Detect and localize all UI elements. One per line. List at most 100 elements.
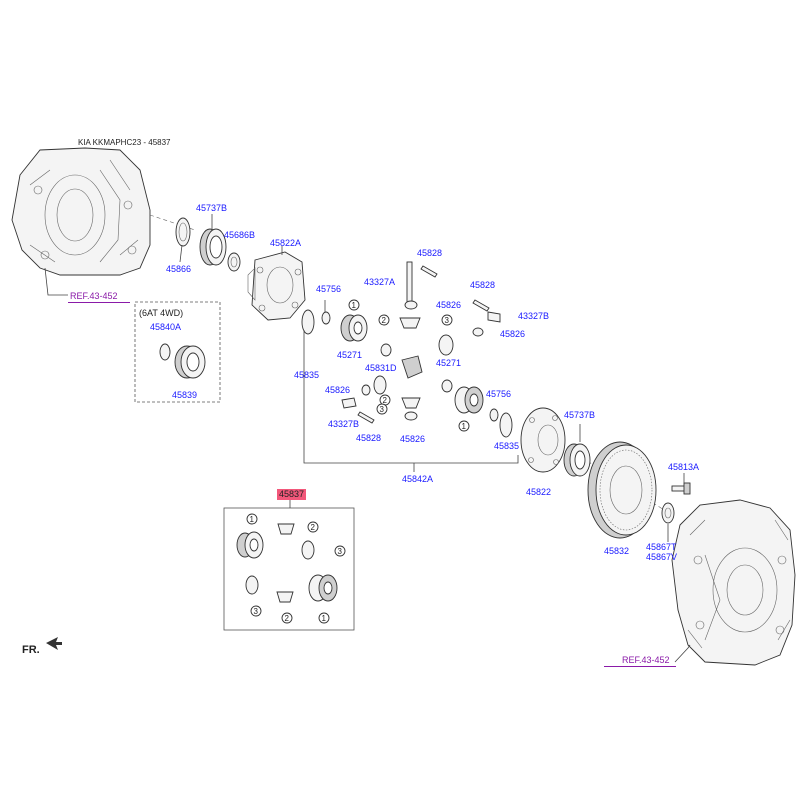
part-45271-washer-right (441, 379, 453, 393)
part-45756-ring-right (489, 408, 499, 422)
part-45835-washer-right (499, 412, 513, 438)
kit-pinion-top (277, 523, 295, 535)
label-45828-top[interactable]: 45828 (417, 248, 443, 258)
kit-callout-3-a-bg (334, 545, 346, 557)
ref-left-underline (68, 302, 130, 303)
ref-right-underline (604, 666, 676, 667)
kit-side-gear-left (236, 531, 264, 559)
label-45867v[interactable]: 45867V (646, 552, 678, 562)
kit-callout-2-a-bg (307, 521, 319, 533)
label-45826-right[interactable]: 45826 (500, 329, 526, 339)
callout-2-a: 2 (382, 316, 387, 325)
part-45813a-bolt (671, 482, 691, 495)
kit-callout-1-b: 1 (322, 614, 327, 623)
label-45756-left[interactable]: 45756 (316, 284, 342, 294)
part-45756-ring-left (321, 311, 331, 325)
label-45826-top[interactable]: 45826 (436, 300, 462, 310)
part-43327b-shaft-left (341, 397, 357, 409)
label-45822[interactable]: 45822 (526, 487, 552, 497)
label-45828-bottom[interactable]: 45828 (356, 433, 382, 443)
ref-left-link[interactable]: REF.43-452 (70, 291, 118, 301)
label-45867t[interactable]: 45867T (646, 542, 677, 552)
label-45686b[interactable]: 45686B (224, 230, 256, 240)
kit-side-gear-right (308, 574, 338, 602)
part-45835-washer-left (301, 309, 315, 335)
part-45828-pin-top (420, 265, 438, 278)
callout-3-b: 3 (380, 405, 385, 414)
callout-1-a-bg (348, 299, 360, 311)
bracket-45842a (303, 330, 519, 464)
part-45867-shim (661, 502, 675, 524)
part-45828-pin-right (472, 299, 490, 312)
part-gear-3-right (438, 334, 454, 356)
label-45826-mid[interactable]: 45826 (325, 385, 351, 395)
callout-3-b-bg (376, 403, 388, 415)
part-45271-washer-left (380, 343, 392, 357)
kit-gear-3-right (301, 540, 315, 560)
part-45686b-seal (227, 252, 241, 272)
callout-2-a-bg (378, 314, 390, 326)
kit-box-frame (223, 507, 355, 631)
kit-callout-2-a: 2 (311, 523, 316, 532)
label-45737b-top[interactable]: 45737B (196, 203, 228, 213)
part-45826-washer-bottom (404, 411, 418, 421)
label-45828-right[interactable]: 45828 (470, 280, 496, 290)
part-43327a-shaft (406, 261, 413, 307)
axis-line-left (149, 214, 196, 231)
label-45839[interactable]: 45839 (172, 390, 198, 400)
part-45839-seal (174, 345, 206, 379)
label-43327b-left[interactable]: 43327B (328, 419, 360, 429)
option-box-label: (6AT 4WD) (139, 308, 184, 318)
label-45842a[interactable]: 45842A (402, 474, 434, 484)
label-45756-right[interactable]: 45756 (486, 389, 512, 399)
ref-right-link[interactable]: REF.43-452 (622, 655, 670, 665)
part-45737b-bearing-right (563, 443, 591, 477)
part-side-gear-right (454, 386, 484, 414)
label-45271-right[interactable]: 45271 (436, 358, 462, 368)
label-43327b-right[interactable]: 43327B (518, 311, 550, 321)
label-45822a[interactable]: 45822A (270, 238, 302, 248)
kit-callout-1-a: 1 (250, 515, 255, 524)
part-gear-3-left (373, 375, 387, 395)
option-box-frame (134, 301, 221, 403)
part-45822-diff-case (520, 407, 566, 473)
label-45835-left[interactable]: 45835 (294, 370, 320, 380)
part-43327b-shaft-right (487, 311, 501, 323)
part-pinion-gear-top (399, 317, 421, 329)
label-45832[interactable]: 45832 (604, 546, 630, 556)
label-45271-left[interactable]: 45271 (337, 350, 363, 360)
label-43327a[interactable]: 43327A (364, 277, 396, 287)
label-45840a[interactable]: 45840A (150, 322, 182, 332)
callout-3-a-bg (441, 314, 453, 326)
kit-gear-3-left (245, 575, 259, 595)
kit-pinion-bottom (276, 591, 294, 603)
callout-1-b: 1 (462, 422, 467, 431)
fr-arrow-icon (46, 637, 62, 650)
fr-label: FR. (22, 644, 40, 656)
kit-callout-1-a-bg (246, 513, 258, 525)
part-45826-washer-mid (361, 384, 371, 396)
callout-2-b: 2 (383, 396, 388, 405)
part-45837-highlight[interactable]: 45837 (277, 489, 307, 500)
label-45737b-right[interactable]: 45737B (564, 410, 596, 420)
right-transaxle-housing (671, 499, 796, 666)
label-45835-right[interactable]: 45835 (494, 441, 520, 451)
callout-1-b-bg (458, 420, 470, 432)
diagram-title: KIA KKMAPHC23 - 45837 (78, 138, 171, 147)
kit-callout-2-b: 2 (285, 614, 290, 623)
callout-1-a: 1 (352, 301, 357, 310)
ref-left-leader (44, 267, 68, 296)
part-45826-washer-top (404, 300, 418, 310)
part-side-gear-left (340, 314, 368, 342)
part-45832-ring-gear (587, 441, 657, 539)
part-45840a-oring (159, 343, 171, 361)
label-45831d[interactable]: 45831D (365, 363, 397, 373)
part-45826-washer-right (472, 327, 484, 337)
kit-callout-3-a: 3 (338, 547, 343, 556)
part-45866-shim (175, 217, 191, 247)
label-45866[interactable]: 45866 (166, 264, 192, 274)
label-45813a[interactable]: 45813A (668, 462, 700, 472)
label-45826-bottom[interactable]: 45826 (400, 434, 426, 444)
part-45831d-spider (401, 355, 423, 379)
